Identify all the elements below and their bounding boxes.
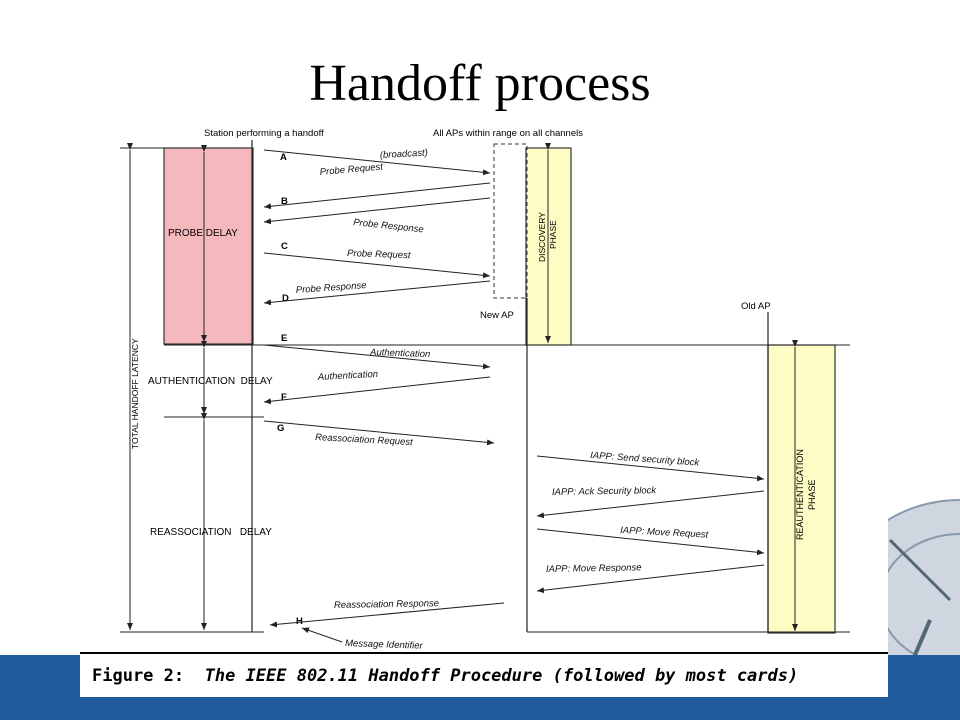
msg-label-reassoc-response: Reassociation Response bbox=[334, 598, 439, 611]
probe-delay-label: PROBE DELAY bbox=[168, 228, 238, 239]
total-latency-label: TOTAL HANDOFF LATENCY bbox=[130, 338, 140, 449]
iapp-arrow-move-req bbox=[536, 528, 765, 556]
marker-g: G bbox=[277, 423, 284, 434]
discovery-phase-label-2: PHASE bbox=[548, 220, 558, 249]
msg-label-iapp-move-req: IAPP: Move Request bbox=[620, 525, 709, 541]
aps-header: All APs within range on all channels bbox=[433, 128, 583, 139]
marker-b: B bbox=[281, 196, 288, 207]
iapp-arrow-send bbox=[536, 455, 765, 482]
discovery-phase-label-1: DISCOVERY bbox=[537, 212, 547, 262]
msg-label-auth-e: Authentication bbox=[369, 347, 431, 360]
new-ap-label: New AP bbox=[480, 310, 514, 321]
msg-label-iapp-move-resp: IAPP: Move Response bbox=[546, 562, 642, 575]
handoff-figure: TOTAL HANDOFF LATENCY PROBE DELAY AUTHEN… bbox=[80, 125, 888, 697]
msg-label-reassoc-request: Reassociation Request bbox=[315, 432, 413, 448]
msg-label-broadcast: (broadcast) bbox=[380, 147, 429, 161]
msg-arrow-c bbox=[263, 252, 491, 279]
marker-e: E bbox=[281, 333, 287, 344]
msg-label-auth-f: Authentication bbox=[317, 369, 379, 383]
reassoc-delay-label: REASSOCIATION DELAY bbox=[150, 527, 272, 538]
auth-delay-label: AUTHENTICATION DELAY bbox=[148, 376, 273, 387]
caption-text: The IEEE 802.11 Handoff Procedure (follo… bbox=[204, 666, 799, 686]
reauth-phase-label-2: PHASE bbox=[807, 479, 817, 510]
probe-delay-box bbox=[163, 147, 254, 345]
slide-title: Handoff process bbox=[309, 55, 651, 112]
iapp-arrow-ack bbox=[536, 490, 765, 519]
msg-label-probe-response-d: Probe Response bbox=[295, 280, 366, 296]
msg-arrow-b bbox=[263, 182, 491, 210]
marker-f: F bbox=[281, 392, 287, 403]
handoff-diagram: TOTAL HANDOFF LATENCY PROBE DELAY AUTHEN… bbox=[120, 128, 850, 652]
marker-d: D bbox=[282, 293, 289, 304]
msg-arrow-b2 bbox=[263, 197, 491, 225]
message-identifier-pointer bbox=[301, 627, 343, 643]
marker-c: C bbox=[281, 241, 288, 252]
all-aps-box bbox=[493, 143, 528, 299]
msg-arrow-a bbox=[263, 149, 491, 176]
msg-arrow-f bbox=[263, 376, 491, 405]
old-ap-label: Old AP bbox=[741, 301, 771, 312]
iapp-arrow-move-resp bbox=[536, 564, 765, 594]
msg-label-probe-request-c: Probe Request bbox=[347, 248, 411, 261]
reauth-phase-label-1: REAUTHENTICATION bbox=[795, 449, 805, 540]
msg-arrow-d bbox=[263, 280, 491, 306]
marker-a: A bbox=[280, 152, 287, 163]
caption-prefix: Figure 2: bbox=[92, 666, 185, 686]
figure-caption: Figure 2: The IEEE 802.11 Handoff Proced… bbox=[80, 652, 888, 697]
msg-arrow-g bbox=[263, 420, 495, 446]
msg-label-iapp-send: IAPP: Send security block bbox=[590, 450, 701, 469]
msg-arrow-e bbox=[263, 344, 491, 370]
msg-label-message-identifier: Message Identifier bbox=[345, 638, 424, 652]
marker-h: H bbox=[296, 616, 303, 627]
msg-label-probe-response-b: Probe Response bbox=[353, 217, 425, 235]
msg-arrow-h bbox=[269, 602, 505, 628]
msg-label-iapp-ack: IAPP: Ack Security block bbox=[552, 485, 658, 498]
msg-label-probe-request-a: Probe Request bbox=[319, 161, 383, 178]
station-header: Station performing a handoff bbox=[204, 128, 324, 139]
reauth-phase-box bbox=[767, 344, 836, 634]
